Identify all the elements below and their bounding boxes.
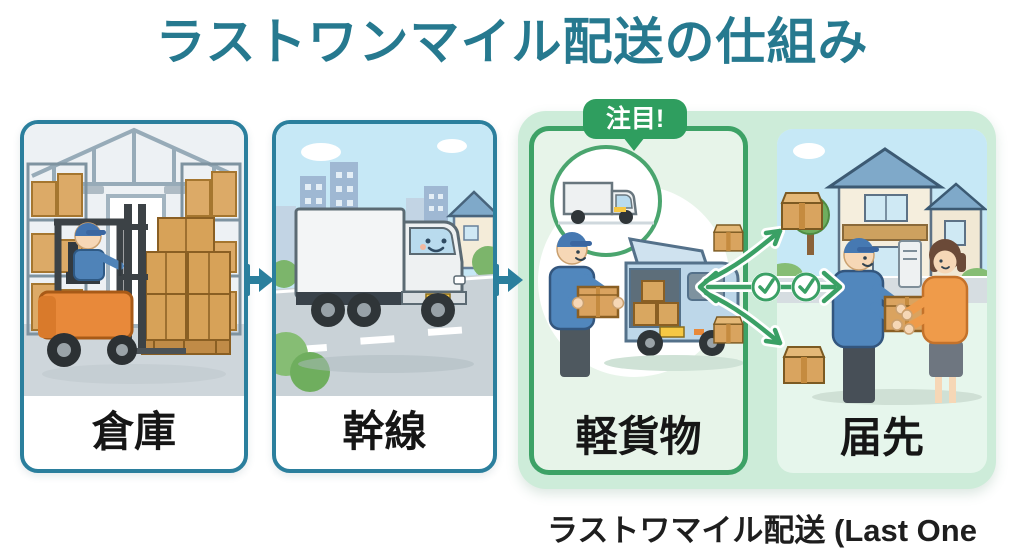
truck-inset-circle	[550, 145, 662, 257]
step-label-light-cargo: 軽貨物	[575, 413, 702, 460]
step-panel-warehouse: 倉庫	[20, 120, 248, 473]
recipient-woman	[901, 239, 969, 403]
page-title: ラストワンマイル配送の仕組み	[155, 14, 869, 70]
flow-arrow-icon	[494, 264, 523, 296]
light-cargo-illustration	[538, 145, 743, 377]
parcel-locker	[898, 240, 922, 288]
step-panel-light-cargo: 軽貨物	[529, 126, 748, 475]
truck-icon	[294, 207, 467, 327]
delivery-worker	[548, 232, 625, 377]
last-mile-caption: ラストワマイル配送 (Last One Mile)	[547, 513, 977, 553]
forklift-driver	[73, 222, 124, 281]
pallet-stack	[141, 217, 231, 355]
warehouse-illustration	[24, 124, 244, 396]
attention-badge: 注目!	[583, 99, 687, 151]
step-label-destination: 届先	[839, 414, 924, 461]
flow-arrow-icon	[245, 264, 274, 296]
forklift-icon	[38, 204, 186, 367]
step-panel-trunk-line: 幹線	[272, 120, 497, 473]
step-panel-destination: 届先	[777, 129, 987, 473]
trunk-truck-illustration	[276, 124, 493, 396]
attention-badge-label: 注目!	[605, 105, 665, 133]
step-label-warehouse: 倉庫	[91, 408, 176, 455]
destination-illustration	[777, 129, 987, 405]
step-label-trunk-line: 幹線	[342, 408, 427, 455]
